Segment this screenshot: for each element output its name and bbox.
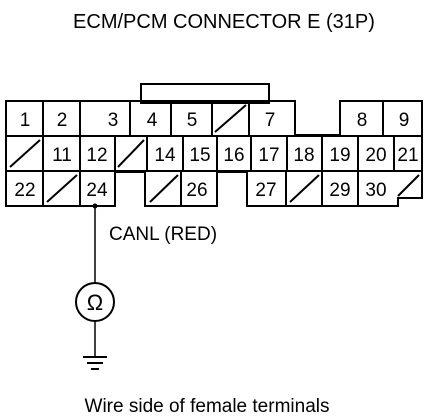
probe-point [92,203,98,209]
diagram-caption: Wire side of female terminals [85,396,330,417]
pin-label: 27 [255,180,276,201]
unused-terminal-marks [9,104,420,203]
pin-label: 17 [258,145,279,166]
pin-label: 30 [365,180,386,201]
pin-label: 22 [14,180,35,201]
pin-label: 26 [186,180,207,201]
pin-label: 3 [108,110,119,131]
connector-grid [6,101,422,206]
ohmmeter-icon: Ω [75,282,115,322]
pin-label: 9 [399,110,410,131]
pin-label: 29 [329,180,350,201]
pin-label: 24 [86,180,108,201]
pin-label: 11 [52,145,72,166]
pin-label: 4 [147,110,158,131]
pin-label: 12 [86,145,107,166]
pin-label: 14 [154,145,176,166]
pin-label: 20 [365,145,386,166]
pin-label: 21 [397,145,418,166]
pin-label: 7 [265,110,276,131]
pin-label: 18 [293,145,314,166]
pin-label: 1 [20,110,31,131]
pin-label: 5 [187,110,198,131]
ground-icon [83,356,107,370]
pin-label: 19 [329,145,350,166]
pin-label: 8 [357,110,368,131]
probe-label: CANL (RED) [109,224,217,245]
connector-lock-tab [140,83,270,104]
pin-label: 15 [189,145,210,166]
pin-label: 2 [57,110,68,131]
diagram-title: ECM/PCM CONNECTOR E (31P) [73,11,375,33]
pin-label: 16 [223,145,244,166]
ohm-symbol: Ω [87,290,103,315]
pin-numbers: 1 2 3 4 5 7 8 9 11 12 14 15 16 17 18 19 … [14,110,418,201]
